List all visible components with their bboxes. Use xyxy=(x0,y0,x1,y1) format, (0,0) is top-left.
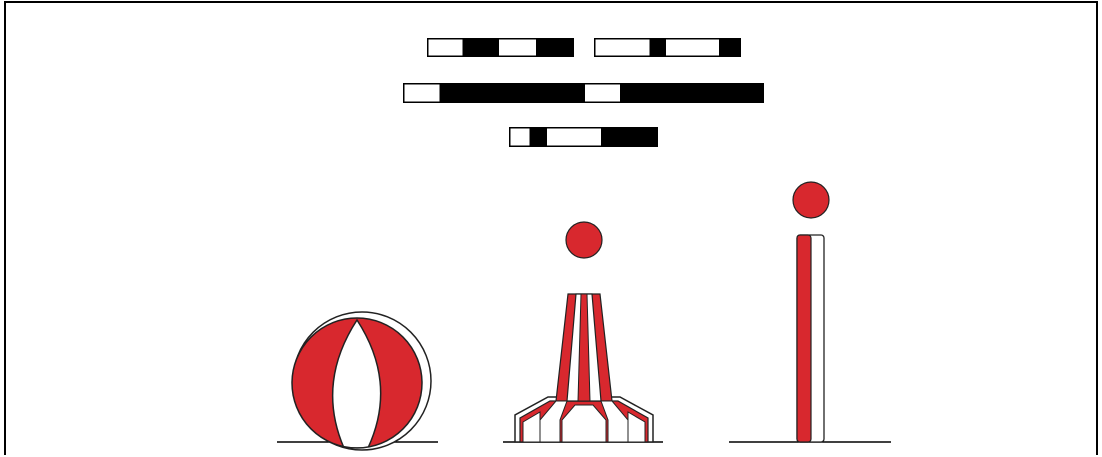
spherical-buoy xyxy=(277,311,438,451)
buoy-base-white-center xyxy=(561,404,607,443)
figure-frame xyxy=(4,1,1098,455)
spar-red-stripe xyxy=(796,234,812,443)
buoy-tower-center-stripe xyxy=(577,293,591,402)
light-rhythm-1b xyxy=(594,38,741,57)
light-rhythm-3 xyxy=(509,127,658,147)
buoy-white-stripe xyxy=(331,318,382,448)
spar-buoy xyxy=(729,181,891,443)
buoy-base-white-edge-right xyxy=(627,411,646,443)
light-rhythm-1a xyxy=(427,38,574,57)
sphere-topmark xyxy=(792,181,830,219)
sphere-topmark xyxy=(565,221,603,259)
light-rhythm-2 xyxy=(403,83,764,103)
pillar-buoy xyxy=(503,221,663,443)
buoy-base-white-edge-left xyxy=(522,411,541,443)
